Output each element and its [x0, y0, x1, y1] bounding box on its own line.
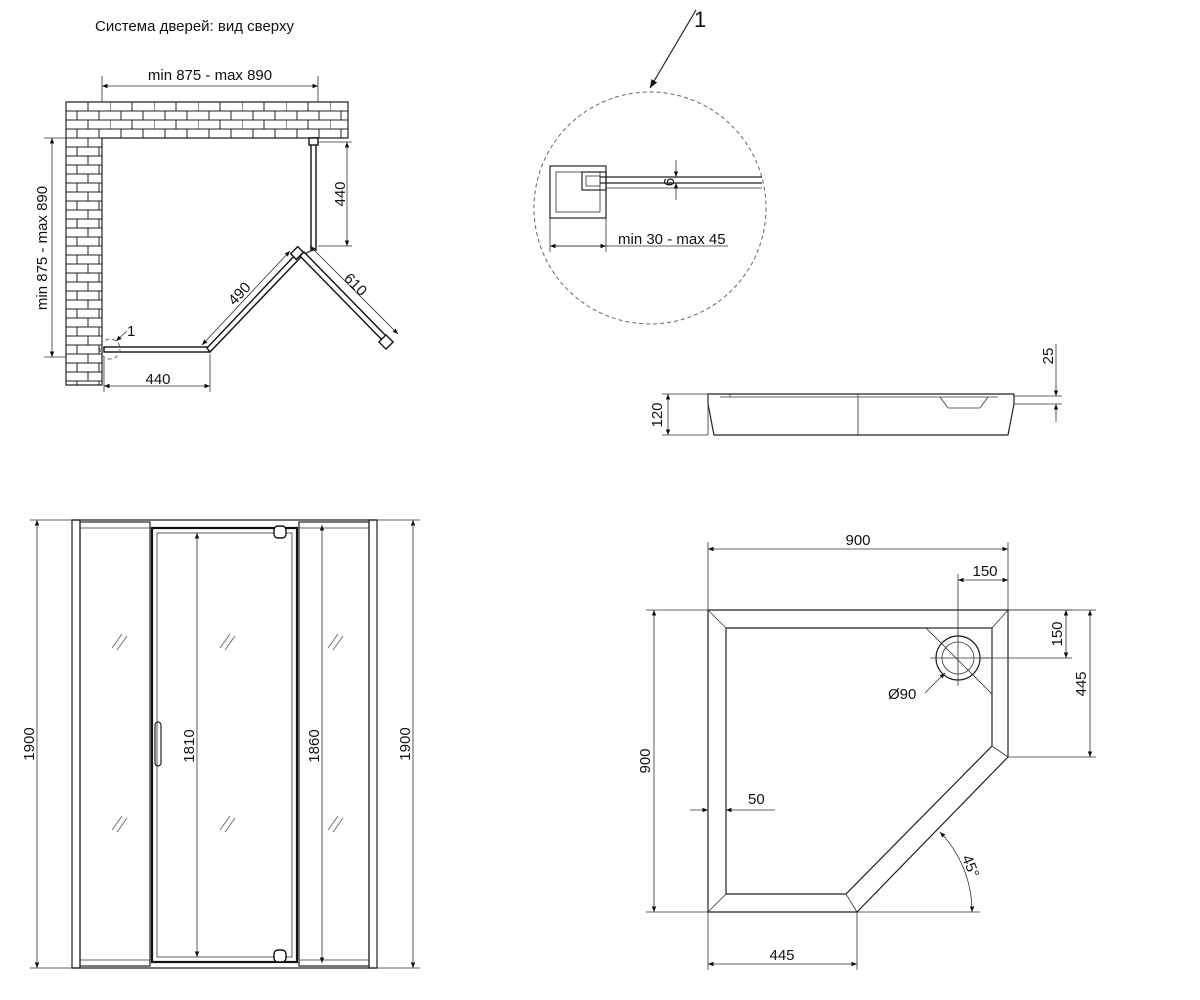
wall-profile	[549, 165, 607, 219]
brick-wall	[65, 101, 349, 386]
tray-side-right: 445	[1073, 671, 1090, 696]
door-hinge-top	[273, 525, 287, 539]
glass-mark	[219, 633, 236, 651]
door-height: 1810	[181, 729, 198, 762]
panel-height: 1860	[306, 729, 323, 762]
side-panel	[310, 137, 317, 251]
plan-title: Система дверей: вид сверху	[95, 18, 294, 35]
glass-mark	[219, 815, 236, 833]
glass-mark	[327, 815, 344, 833]
left-fixed-panel	[79, 521, 151, 967]
tray-side-bottom: 445	[769, 947, 794, 964]
detail-marker-ref: 1	[127, 323, 135, 340]
door-handle-end	[377, 333, 395, 351]
plan-width-range: min 875 - max 890	[148, 67, 272, 84]
tray-width: 900	[845, 532, 870, 549]
door-system-plan-view: min 875 - max 890 min 875 - max 890 440 …	[34, 67, 399, 392]
door-panel-open	[299, 251, 391, 345]
side-panel-length: 440	[332, 181, 349, 206]
side-panel-profile	[308, 137, 319, 146]
tray-basin	[725, 627, 993, 895]
front-panel-length: 440	[145, 371, 170, 388]
plan-depth-range: min 875 - max 890	[34, 186, 51, 310]
tray-lip-height: 25	[1040, 348, 1057, 365]
overall-height-right: 1900	[397, 727, 414, 760]
detail-circle	[533, 91, 767, 325]
right-profile	[368, 519, 378, 969]
rim-width: 50	[748, 791, 765, 808]
glass-mark	[111, 633, 128, 651]
detail-callout-number: 1	[694, 7, 706, 32]
glass-thickness: 6	[661, 178, 678, 186]
glass-mark	[111, 815, 128, 833]
corner-angle: 45°	[958, 853, 982, 880]
drain-offset-y: 150	[1049, 621, 1066, 646]
detail-marker-circle	[99, 338, 121, 360]
adjustment-range: min 30 - max 45	[618, 231, 726, 248]
door-frame	[150, 526, 299, 964]
drain-diameter: Ø90	[888, 686, 916, 703]
glass-mark	[327, 633, 344, 651]
tray-height: 120	[649, 402, 666, 427]
overall-height-left: 1900	[21, 727, 38, 760]
tray-depth: 900	[637, 748, 654, 773]
door-handle	[154, 721, 162, 767]
door-panel-closed	[206, 251, 302, 354]
tray-side-view: 120 25	[649, 344, 1062, 436]
door-hinge-bottom	[273, 949, 287, 963]
detail-1-view: 1 6 min 30 - max 45	[533, 7, 767, 325]
left-profile	[71, 519, 81, 969]
tray-side-body	[707, 393, 1015, 436]
front-elevation-view: 1900 1810 1860 190	[21, 519, 420, 969]
drain-offset-x: 150	[972, 563, 997, 580]
tray-plan-view: 900 150 150 445 Ø90 900 50 45°	[637, 532, 1096, 970]
glass-clamp	[581, 171, 607, 191]
